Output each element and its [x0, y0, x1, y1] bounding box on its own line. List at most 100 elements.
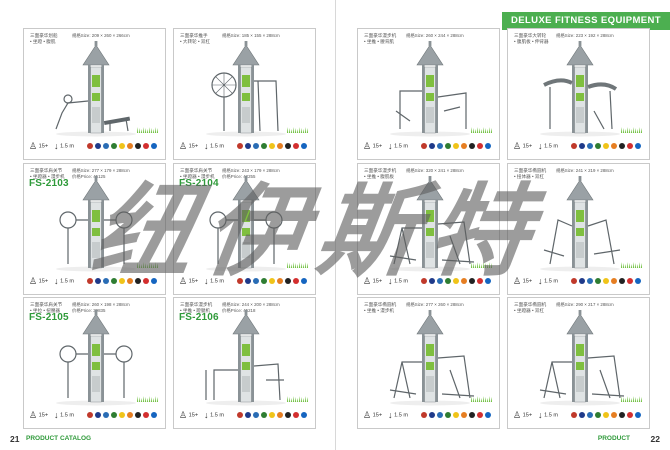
color-swatch: [293, 143, 299, 149]
age-indicator: ♙ 15+: [29, 276, 49, 286]
product-specs: 规格Size: 209 × 260 × 266cm: [72, 33, 130, 38]
grass-decoration: [471, 262, 492, 268]
product-name-cn: 三面豪华肩关节• 坐蹬器 • 漫步机: [180, 168, 215, 179]
color-swatch: [119, 143, 125, 149]
color-swatch: [285, 278, 291, 284]
color-swatches: [87, 143, 157, 149]
product-card[interactable]: 三面豪华肩关节• 坐蹬器 • 漫步机规格Size: 277 × 179 × 28…: [23, 163, 166, 295]
color-swatches: [571, 412, 641, 418]
down-arrow-icon: ↓: [538, 141, 543, 151]
color-swatch: [469, 412, 475, 418]
product-info-row: ♙ 15+ ↓ 1.5 m: [513, 409, 647, 421]
color-swatch: [143, 278, 149, 284]
color-swatch: [301, 412, 307, 418]
grass-decoration: [137, 396, 158, 402]
color-swatch: [619, 143, 625, 149]
product-card[interactable]: 三面豪华推手• 大转轮 • 双杠规格Size: 185 × 155 × 288c…: [173, 28, 316, 160]
product-card[interactable]: 三面豪华肩关节• 坐拉 • 扭腰器规格Size: 260 × 198 × 288…: [23, 297, 166, 429]
height-indicator: ↓ 1.5 m: [538, 276, 559, 286]
product-card[interactable]: 三面豪华椭圆机• 扭体器 • 双杠规格Size: 241 × 219 × 288…: [507, 163, 650, 295]
color-swatch: [571, 412, 577, 418]
product-name-cn: 三面豪华漫步机• 坐推 • 腰背肌: [364, 33, 397, 44]
equipment-illustration: [390, 41, 470, 137]
color-swatch: [87, 278, 93, 284]
product-specs: 规格Size: 223 × 192 × 288cm: [556, 33, 614, 38]
color-swatch: [277, 143, 283, 149]
color-swatch: [579, 412, 585, 418]
product-info-row: ♙ 15+ ↓ 1.5 m: [513, 275, 647, 287]
color-swatch: [269, 412, 275, 418]
color-swatch: [135, 412, 141, 418]
product-card[interactable]: 三面豪华肩关节• 坐蹬器 • 漫步机规格Size: 243 × 179 × 28…: [173, 163, 316, 295]
product-card[interactable]: 三面豪华大转轮• 腹肌板 • 伸背器规格Size: 223 × 192 × 28…: [507, 28, 650, 160]
height-indicator: ↓ 1.5 m: [204, 276, 225, 286]
product-name-cn: 三面豪华划船• 坐蹬 • 腹肌: [30, 33, 58, 44]
age-indicator: ♙ 15+: [513, 141, 533, 151]
color-swatch: [301, 143, 307, 149]
down-arrow-icon: ↓: [54, 276, 59, 286]
color-swatch: [111, 412, 117, 418]
product-card[interactable]: 三面豪华划船• 坐蹬 • 腹肌 规格Size: 209 × 260 × 266cm…: [23, 28, 166, 160]
down-arrow-icon: ↓: [204, 410, 209, 420]
equipment-illustration: [389, 310, 475, 406]
color-swatch: [587, 278, 593, 284]
product-card[interactable]: 三面豪华椭圆机• 坐推 • 漫步机规格Size: 277 × 260 × 288…: [357, 297, 500, 429]
color-swatch: [277, 412, 283, 418]
color-swatches: [237, 143, 307, 149]
color-swatch: [461, 412, 467, 418]
color-swatch: [151, 412, 157, 418]
color-swatch: [253, 412, 259, 418]
equipment-illustration: [540, 41, 620, 137]
color-swatch: [103, 412, 109, 418]
product-info-row: ♙ 15+ ↓ 1.5 m: [363, 275, 497, 287]
color-swatch: [95, 278, 101, 284]
product-name-cn: 三面豪华椭圆机• 坐蹬器 • 双杠: [514, 302, 547, 313]
product-code: FS-2104: [179, 178, 219, 189]
height-indicator: ↓ 1.5 m: [388, 141, 409, 151]
age-indicator: ♙ 15+: [179, 410, 199, 420]
color-swatch: [571, 278, 577, 284]
color-swatch: [237, 143, 243, 149]
color-swatch: [619, 412, 625, 418]
color-swatch: [103, 278, 109, 284]
color-swatch: [635, 412, 641, 418]
color-swatch: [429, 412, 435, 418]
product-card[interactable]: 三面豪华漫步机• 坐推 • 蹬腿机规格Size: 244 × 200 × 288…: [173, 297, 316, 429]
color-swatch: [453, 143, 459, 149]
color-swatch: [587, 412, 593, 418]
product-card[interactable]: 三面豪华漫步机• 坐推 • 腰背肌 规格Size: 260 × 244 × 288…: [357, 28, 500, 160]
color-swatch: [579, 278, 585, 284]
grass-decoration: [287, 127, 308, 133]
product-card[interactable]: 三面豪华椭圆机• 坐蹬器 • 双杠规格Size: 290 × 217 × 288…: [507, 297, 650, 429]
grass-decoration: [621, 396, 642, 402]
color-swatches: [237, 412, 307, 418]
age-indicator: ♙ 15+: [179, 141, 199, 151]
age-indicator: ♙ 15+: [363, 141, 383, 151]
age-indicator: ♙ 15+: [179, 276, 199, 286]
color-swatch: [461, 278, 467, 284]
product-specs: 规格Size: 260 × 244 × 288cm: [406, 33, 464, 38]
person-icon: ♙: [363, 276, 372, 286]
color-swatch: [293, 278, 299, 284]
person-icon: ♙: [29, 141, 38, 151]
color-swatch: [245, 278, 251, 284]
color-swatch: [277, 278, 283, 284]
color-swatch: [421, 143, 427, 149]
color-swatch: [421, 278, 427, 284]
down-arrow-icon: ↓: [204, 141, 209, 151]
height-indicator: ↓ 1.5 m: [54, 276, 75, 286]
color-swatch: [293, 412, 299, 418]
equipment-illustration: [539, 310, 625, 406]
color-swatch: [477, 278, 483, 284]
equipment-illustration: [540, 176, 621, 272]
color-swatch: [611, 412, 617, 418]
person-icon: ♙: [29, 410, 38, 420]
product-card[interactable]: 三面豪华漫步机• 坐推 • 腹肌板规格Size: 320 × 241 × 288…: [357, 163, 500, 295]
down-arrow-icon: ↓: [388, 410, 393, 420]
footer-label-left: PRODUCT CATALOG: [26, 435, 92, 442]
color-swatch: [253, 143, 259, 149]
color-swatch: [603, 412, 609, 418]
color-swatch: [127, 143, 133, 149]
